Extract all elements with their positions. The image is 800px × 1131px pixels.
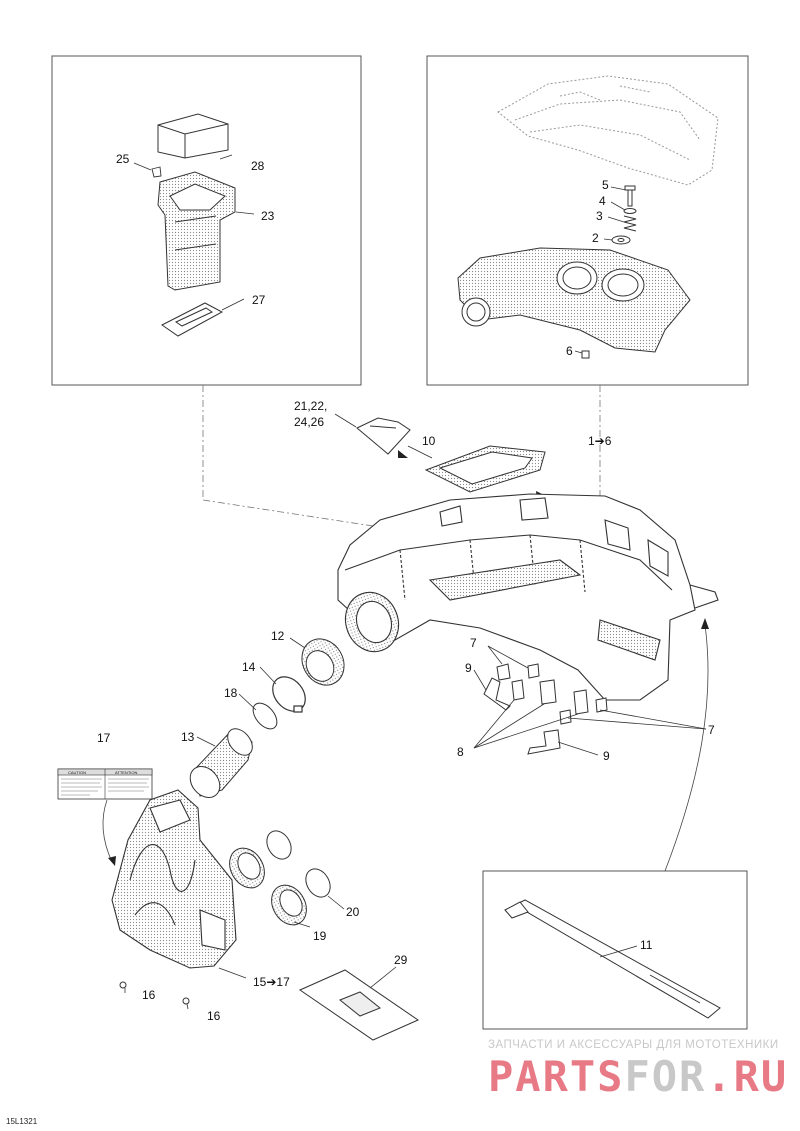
part-14-clamp	[272, 676, 306, 713]
callout-7-lower: 7	[708, 723, 715, 737]
callout-1-6: 1➔6	[588, 434, 612, 448]
part-29-plate	[298, 969, 420, 1041]
part-19-20-couplers	[229, 830, 331, 926]
leader-lines-lower	[124, 637, 638, 1010]
part-28-cover	[157, 113, 229, 159]
watermark-tagline: ЗАПЧАСТИ И АКСЕССУАРЫ ДЛЯ МОТОТЕХНИКИ	[488, 1039, 779, 1051]
callout-28: 28	[251, 159, 265, 173]
callout-4: 4	[599, 194, 606, 208]
callout-3: 3	[596, 209, 603, 223]
part-13-duct	[189, 728, 253, 798]
part-16-studs	[119, 981, 190, 1005]
callout-7-upper: 7	[470, 636, 477, 650]
part-11-strap	[504, 899, 721, 1019]
inset-frame-top-right	[426, 55, 749, 386]
callout-13: 13	[181, 730, 195, 744]
callout-20: 20	[346, 905, 360, 919]
document-id: 15L1321	[6, 1117, 38, 1126]
watermark-brand-for: FOR	[624, 1052, 707, 1101]
callout-17: 17	[97, 731, 111, 745]
callout-19: 19	[313, 929, 327, 943]
watermark-brand-parts: PARTS	[488, 1052, 625, 1101]
callout-18: 18	[224, 686, 238, 700]
leader-lines-inset-tr	[574, 186, 627, 354]
arrow-lines	[102, 624, 709, 872]
part-3-spring	[623, 215, 637, 232]
part-8-clips	[511, 679, 589, 715]
watermark-brand-ru: .RU	[706, 1052, 789, 1101]
callout-29: 29	[394, 953, 408, 967]
part-2-grommet	[611, 235, 631, 245]
part-12-boot	[301, 638, 345, 686]
inset-frame-top-left	[51, 55, 362, 386]
callout-10: 10	[422, 434, 436, 448]
callout-6: 6	[566, 344, 573, 358]
callout-15-17: 15➔17	[253, 975, 290, 989]
part-27-plate	[161, 302, 224, 337]
leader-lines-inset-tl	[133, 154, 255, 311]
part-6-nut	[581, 350, 590, 359]
callout-2: 2	[592, 231, 599, 245]
part-17-warning-label: CAUTION ATTENTION	[57, 768, 153, 800]
part-10-filter	[424, 445, 546, 493]
callout-9-lower: 9	[603, 749, 610, 763]
part-7-clips	[496, 663, 608, 725]
callout-21-22-24-26: 21,22, 24,26	[294, 399, 328, 429]
arrowheads	[108, 450, 709, 866]
airbox-upper-ghost	[497, 75, 719, 186]
part-18-oring	[252, 702, 278, 730]
part-25-plug	[151, 166, 162, 178]
callout-9-upper: 9	[465, 661, 472, 675]
leader-lines-main	[334, 413, 707, 756]
inset-frame-bottom-right	[482, 870, 748, 1030]
caution-heading: CAUTION	[68, 770, 86, 775]
callout-11: 11	[640, 938, 653, 952]
airbox-main-housing	[337, 493, 719, 701]
callout-25: 25	[116, 152, 130, 166]
attention-heading: ATTENTION	[115, 770, 137, 775]
callout-23: 23	[261, 209, 275, 223]
airbox-lower-housing	[457, 247, 691, 353]
part-21-22-24-26-intake-cap	[356, 417, 411, 455]
watermark-brand: PARTSFOR.RU	[488, 1052, 788, 1101]
part-5-bolt	[624, 185, 636, 207]
callout-14: 14	[242, 660, 256, 674]
callout-8: 8	[457, 745, 464, 759]
callout-12: 12	[271, 629, 285, 643]
callout-16-left: 16	[142, 988, 156, 1002]
callout-5: 5	[602, 178, 609, 192]
part-15-silencer	[111, 789, 237, 969]
part-4-washer	[623, 208, 637, 214]
callout-27: 27	[252, 293, 266, 307]
part-23-bracket	[157, 171, 236, 291]
callout-16-right: 16	[207, 1009, 221, 1023]
